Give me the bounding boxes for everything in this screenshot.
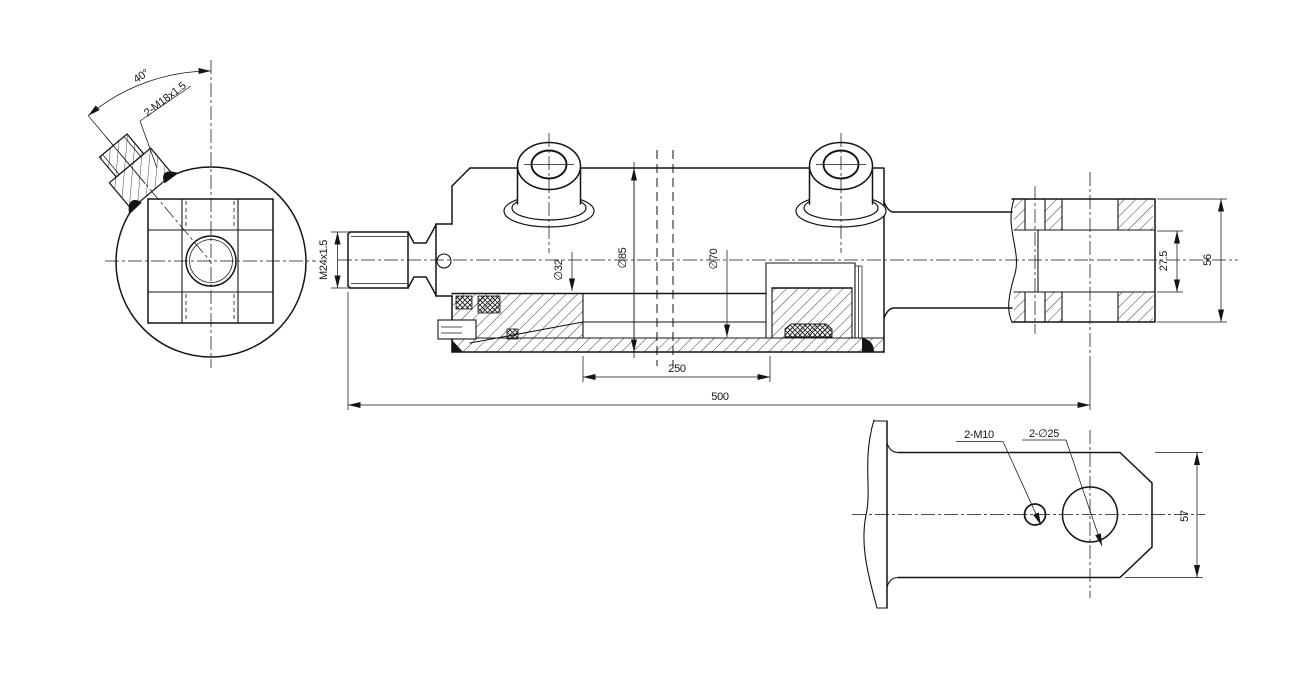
tube-wall-section [451,337,885,353]
clevis-eye-section [1008,172,1156,370]
weld-dot-right [862,338,874,352]
rod-diameter-dimension: ∅32 [553,259,565,280]
pin-holes-label: 2-∅25 [1029,428,1059,440]
end-cap-square [147,198,274,324]
cylinder-end-outline [115,166,307,358]
weld-fillet-left [128,200,142,215]
clevis-bottom-view: 2-M10 2-∅25 57 [852,419,1205,609]
rod-thread-dimension: M24x1.5 [318,240,330,280]
wiper-retainer [437,319,477,340]
bracket-width-dimension: 57 [1179,510,1191,522]
weld-contour [1008,198,1018,323]
angle-dimension-label: 40° [132,67,152,86]
port-boss-front [503,133,595,253]
angle-dimension-arc [87,67,212,116]
piston-seal [784,323,833,338]
eye-bore-dimension: 27.5 [1158,251,1170,271]
tube-break-line [863,419,878,609]
rod-gland-section [437,293,767,352]
tapped-holes-label: 2-M10 [964,429,994,441]
overall-length-dimension: 500 [711,391,729,403]
rod-seal [455,295,473,310]
main-view-dimensions: M24x1.5 ∅32 ∅85 ∅70 250 500 27.5 56 [318,162,1227,410]
port-boss-rear [795,133,887,253]
weld-dot-left [452,340,463,352]
pin-hole [1061,486,1119,543]
rod-cross-hole [436,253,452,269]
outer-diameter-dimension: ∅85 [617,247,629,268]
end-view: 40° 2-M18x1.5 [87,60,316,368]
rod-seal-secondary [477,295,501,314]
bore-diameter-dimension: ∅70 [708,248,720,269]
main-section-view: M24x1.5 ∅32 ∅85 ∅70 250 500 27.5 56 [318,133,1238,410]
bracket-plate-outline [897,451,1153,579]
piston-section [765,262,874,352]
oil-port-section [87,115,212,263]
weld-fillet-right [163,171,179,184]
tapped-hole [1023,503,1047,526]
inner-length-dimension: 250 [668,363,686,375]
eye-width-dimension: 56 [1202,254,1214,266]
piston-rod-end [347,223,453,297]
rod-bore-circle [185,235,237,287]
port-thread-label: 2-M18x1.5 [142,80,189,119]
